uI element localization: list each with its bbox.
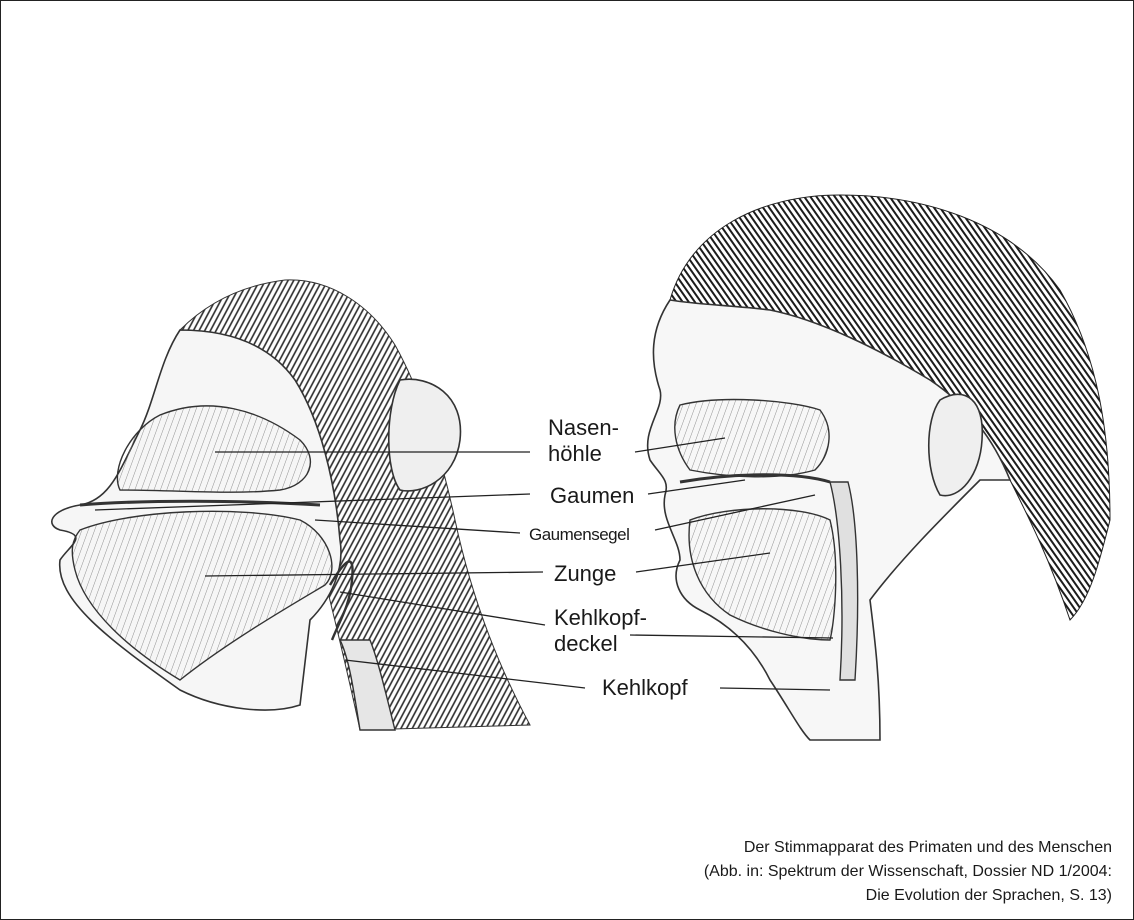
label-kehlkopf: Kehlkopf bbox=[600, 676, 690, 700]
label-nasenhoehle-line1: Nasen- bbox=[546, 416, 621, 440]
caption-line-1: Der Stimmapparat des Primaten und des Me… bbox=[704, 836, 1112, 860]
label-kehlkopfdeckel-line1: Kehlkopf- bbox=[552, 606, 649, 630]
figure-caption: Der Stimmapparat des Primaten und des Me… bbox=[704, 836, 1112, 908]
primate-ear-icon bbox=[389, 379, 461, 491]
human-tongue bbox=[689, 509, 836, 640]
label-gaumen: Gaumen bbox=[548, 484, 636, 508]
human-head bbox=[648, 195, 1110, 740]
label-gaumensegel: Gaumensegel bbox=[527, 523, 631, 547]
label-zunge: Zunge bbox=[552, 562, 618, 586]
caption-line-2: (Abb. in: Spektrum der Wissenschaft, Dos… bbox=[704, 860, 1112, 884]
label-nasenhoehle-line2: höhle bbox=[546, 442, 604, 466]
primate-head bbox=[52, 280, 530, 730]
label-kehlkopfdeckel-line2: deckel bbox=[552, 632, 620, 656]
caption-line-3: Die Evolution der Sprachen, S. 13) bbox=[704, 884, 1112, 908]
human-nasal-cavity bbox=[675, 400, 829, 477]
